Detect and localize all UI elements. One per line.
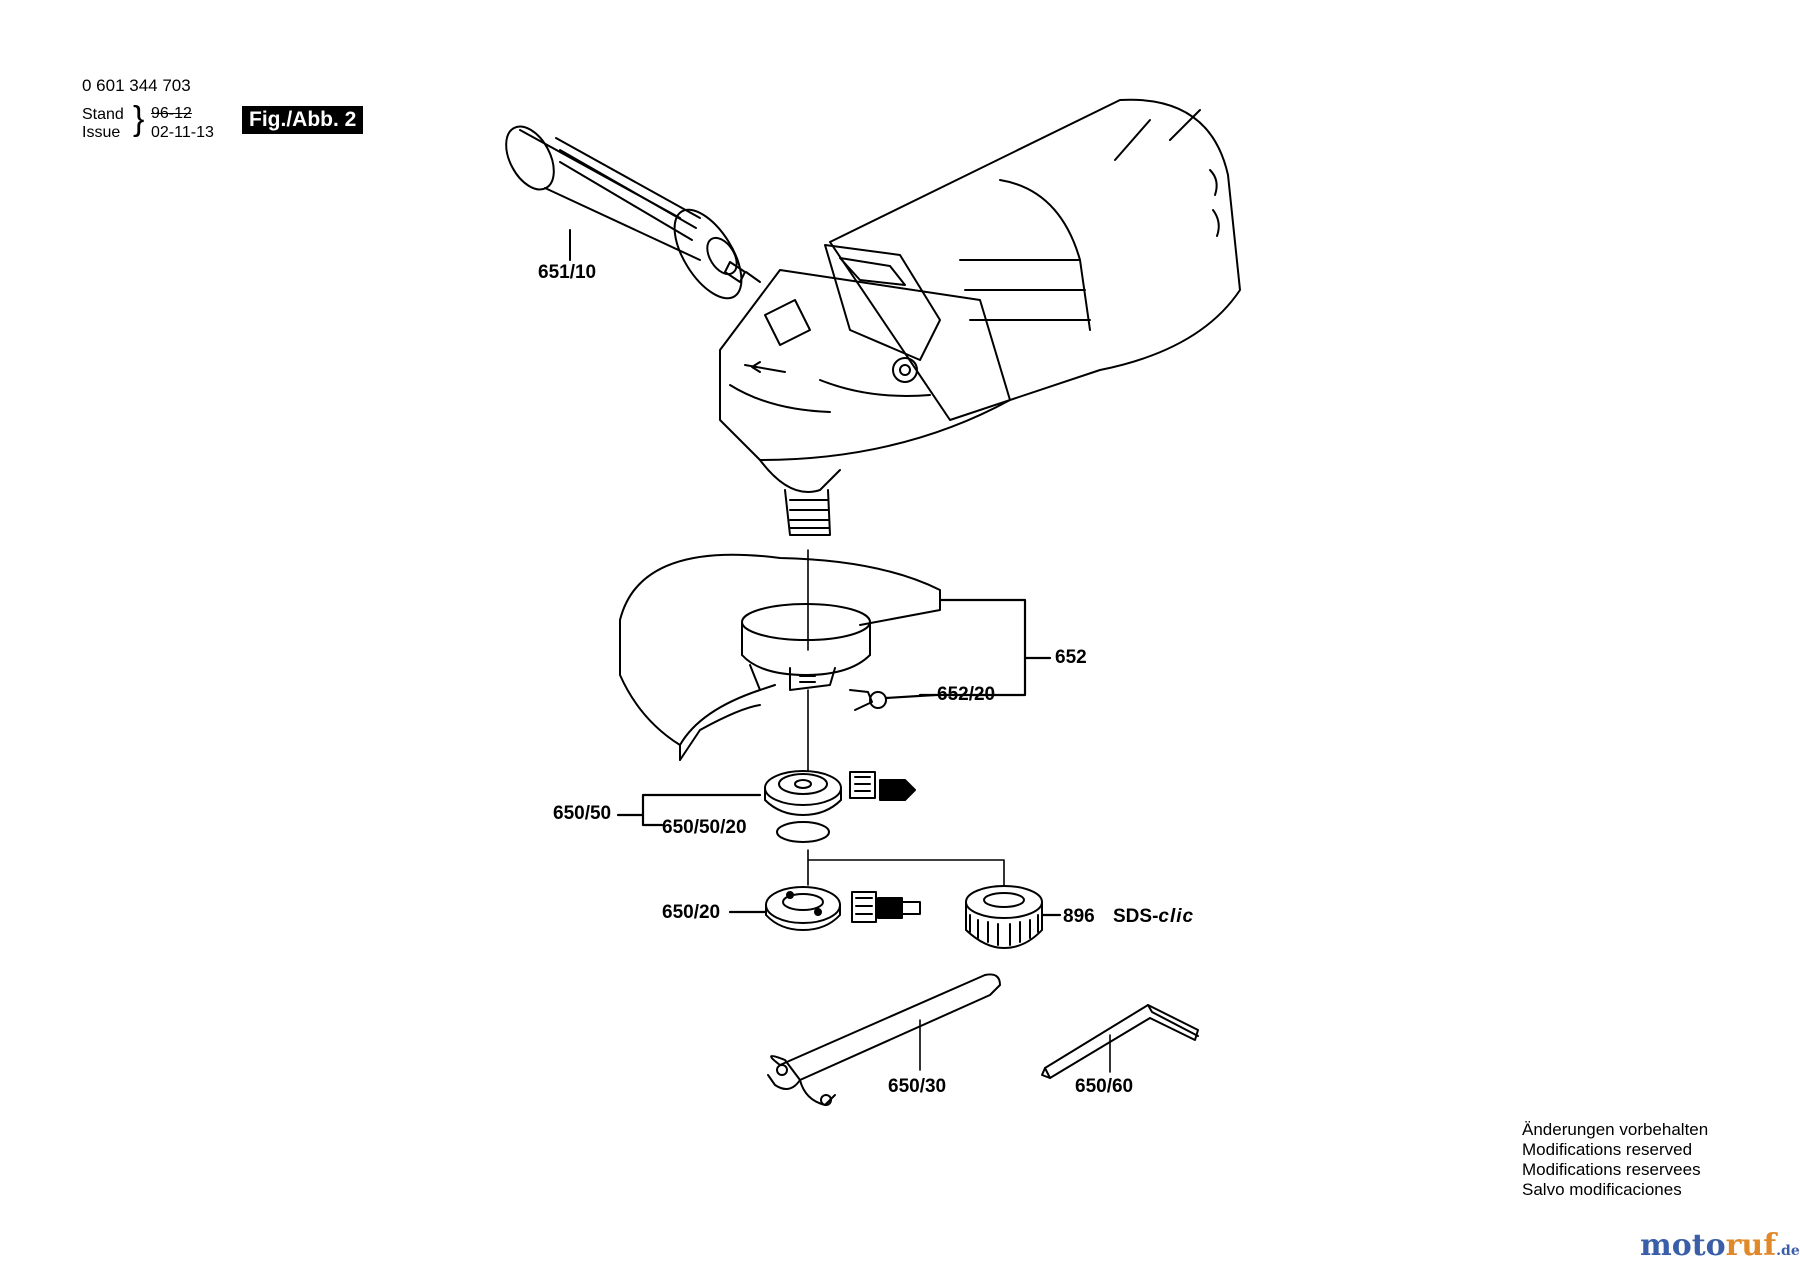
hex-key-drawing: [1041, 1004, 1199, 1079]
flange-drawing: [764, 770, 842, 843]
callout-guard: 652: [1055, 647, 1087, 668]
clamp-nut-symbol: [851, 891, 921, 923]
callout-clamp-nut: 650/20: [662, 902, 721, 923]
callout-flange-set: 650/50: [553, 803, 612, 824]
logo-part-a: moto: [1640, 1228, 1726, 1263]
notice-line-es: Salvo modificaciones: [1522, 1180, 1682, 1199]
figure-badge: Fig./Abb. 2: [242, 106, 364, 134]
side-handle-drawing: [505, 125, 761, 300]
pin-wrench-drawing: [767, 973, 1001, 1106]
callout-pin-wrench: 650/30: [888, 1076, 947, 1097]
issue-label: Issue: [82, 124, 121, 141]
clamp-nut-drawing: [765, 886, 841, 931]
callout-side-handle: 651/10: [538, 262, 597, 283]
issue-value: 02-11-13: [151, 124, 214, 141]
callout-hex-key: 650/60: [1075, 1076, 1134, 1097]
sds-suffix: clic: [1158, 906, 1195, 927]
notice-line-en: Modifications reserved: [1522, 1140, 1693, 1159]
notice-line-fr: Modifications reservees: [1522, 1160, 1701, 1179]
wheel-guard-drawing: [619, 553, 941, 761]
logo-suffix: .de: [1776, 1243, 1800, 1259]
logo-part-b: ruf: [1725, 1228, 1777, 1263]
sds-prefix: SDS-: [1113, 906, 1159, 927]
flange-mount-symbol: [849, 771, 916, 801]
angle-grinder-body-drawing: [719, 98, 1241, 536]
callout-quick-nut-system: SDS-clic: [1113, 906, 1194, 928]
stand-value: 96-12: [151, 105, 192, 122]
callout-quick-nut: 896: [1063, 906, 1095, 927]
callout-o-ring: 650/50/20: [662, 817, 747, 838]
watermark-logo: motoruf.de: [1640, 1228, 1800, 1263]
modifications-notice: Änderungen vorbehalten Modifications res…: [1522, 1120, 1708, 1200]
callout-guard-screw: 652/20: [937, 684, 996, 705]
quick-nut-drawing: [965, 885, 1043, 949]
notice-line-de: Änderungen vorbehalten: [1522, 1120, 1709, 1139]
brace-glyph: }: [133, 100, 145, 138]
stand-label: Stand: [82, 106, 124, 123]
part-number: 0 601 344 703: [82, 76, 191, 95]
